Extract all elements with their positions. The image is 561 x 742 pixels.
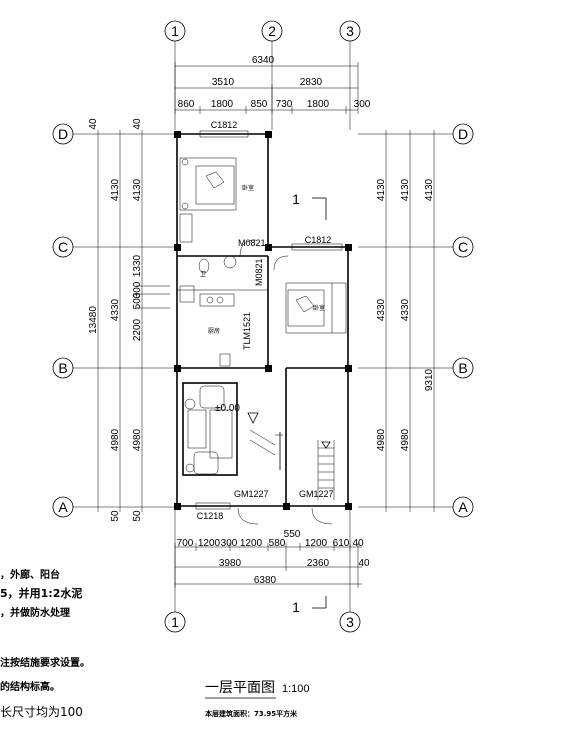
dim-top-row2-2: 2830 — [300, 77, 323, 88]
door-label-gm1: GM1227 — [234, 489, 269, 499]
door-label-tlm: TLM1521 — [242, 312, 252, 350]
axis-label-right-A: A — [458, 499, 468, 515]
dim-bottom-row1-9: 40 — [352, 538, 364, 549]
left-axis: D C B A 40 40 4130 4330 4980 4130 1330 3… — [52, 118, 175, 522]
axis-label-top-2: 2 — [268, 23, 276, 39]
dim-top-row3-4: 730 — [276, 99, 293, 110]
dim-right-outer-2: 4330 — [376, 298, 387, 321]
dim-left-bottom-1: 50 — [110, 510, 121, 522]
dim-left-inner-5: 2200 — [132, 318, 143, 341]
windows — [195, 130, 343, 510]
dim-right-inner-3: 4980 — [400, 428, 411, 451]
elevation-label: ±0.00 — [215, 403, 240, 414]
dim-left-inner-1: 4130 — [132, 178, 143, 201]
section-label-2: 1 — [292, 599, 300, 615]
dim-right-outer-1: 4130 — [376, 178, 387, 201]
axis-label-left-B: B — [58, 360, 67, 376]
dim-bottom-row1-2: 1200 — [198, 538, 221, 549]
drawing-title: 一层平面图 — [205, 680, 275, 696]
top-dimensions: 6340 3510 2830 860 1800 850 730 1800 300 — [174, 55, 371, 114]
section-mark-bottom: 1 — [292, 596, 327, 615]
axis-label-right-D: D — [458, 126, 468, 142]
dim-bottom-row1-6: 550 — [284, 529, 301, 540]
dim-left-top-2: 40 — [132, 118, 143, 130]
columns — [174, 131, 352, 510]
design-notes: ，外廊、阳台 5，并用1:2水泥 ，并做防水处理 注按结施要求设置。 的结构标高… — [0, 568, 90, 719]
window-label-bottom: C1218 — [197, 511, 224, 521]
dim-left-inner-3: 300 — [132, 281, 143, 298]
dim-left-bottom-2: 50 — [132, 510, 143, 522]
room-bedroom-2: 卧室 — [313, 304, 325, 312]
axis-label-top-3: 3 — [346, 23, 354, 39]
dim-right-outer-3: 4980 — [376, 428, 387, 451]
room-bedroom-1: 卧室 — [242, 184, 254, 192]
dim-right-inner-1: 4130 — [400, 178, 411, 201]
axis-label-right-C: C — [458, 239, 468, 255]
dim-right-inner-2: 4330 — [400, 298, 411, 321]
floor-area-note: 本层建筑面积：73.95平方米 — [204, 709, 298, 718]
dim-bottom-overall: 6380 — [254, 575, 277, 586]
dim-top-row3-5: 1800 — [307, 99, 330, 110]
room-wc: 卫 — [200, 271, 206, 278]
axis-label-left-A: A — [58, 499, 68, 515]
dim-bottom-row1-7: 1200 — [305, 538, 328, 549]
dim-right-overall: 9310 — [424, 368, 435, 391]
axis-label-right-B: B — [458, 360, 467, 376]
furniture — [179, 157, 347, 525]
axis-label-left-C: C — [58, 239, 68, 255]
dim-top-row3-3: 850 — [251, 99, 268, 110]
dim-left-top-1: 40 — [88, 118, 99, 130]
dim-bottom-row2-1: 3980 — [219, 558, 242, 569]
dim-left-outer-2: 4330 — [110, 298, 121, 321]
door-label-gm2: GM1227 — [299, 489, 334, 499]
dim-top-row3-2: 1800 — [211, 99, 234, 110]
note-line-6: 长尺寸均为100 — [0, 705, 83, 719]
walls — [176, 133, 349, 507]
dim-bottom-row1-3: 300 — [221, 538, 238, 549]
dim-bottom-row2-2: 2360 — [307, 558, 330, 569]
dim-right-d-text: 4130 — [424, 178, 435, 201]
drawing-scale: 1:100 — [282, 683, 310, 695]
dim-top-row3-1: 860 — [178, 99, 195, 110]
note-line-3: ，并做防水处理 — [0, 606, 70, 619]
section-mark-top: 1 — [292, 191, 327, 220]
note-line-4: 注按结施要求设置。 — [0, 656, 90, 669]
right-axis: D C B A 4130 4330 4980 4130 4330 4980 41… — [358, 123, 474, 518]
dim-top-row3-6: 300 — [354, 99, 371, 110]
title-block: 一层平面图 1:100 本层建筑面积：73.95平方米 — [204, 680, 310, 718]
top-axis-bubbles: 1 2 3 — [164, 20, 361, 130]
axis-label-bottom-1: 1 — [171, 614, 179, 630]
window-label-top: C1812 — [211, 120, 238, 130]
dim-top-row2-1: 3510 — [212, 77, 235, 88]
axis-label-bottom-3: 3 — [346, 614, 354, 630]
dim-bottom-row1-5: 580 — [269, 538, 286, 549]
dim-left-outer-3: 4980 — [110, 428, 121, 451]
section-label-1: 1 — [292, 191, 300, 207]
door-label-m1: M0821 — [238, 238, 266, 248]
note-line-1: ，外廊、阳台 — [0, 568, 60, 581]
dim-left-inner-2: 1330 — [132, 254, 143, 277]
axis-label-top-1: 1 — [171, 23, 179, 39]
dim-bottom-row2-3: 40 — [358, 558, 370, 569]
door-label-m2: M0821 — [254, 258, 264, 286]
bottom-axis-bubbles: 1 3 — [164, 510, 361, 633]
bottom-dimensions: 700 1200 300 1200 580 550 1200 610 40 39… — [174, 529, 370, 588]
dim-bottom-row1-4: 1200 — [240, 538, 263, 549]
dim-bottom-row1-1: 700 — [177, 538, 194, 549]
dim-left-overall: 13480 — [88, 306, 99, 334]
window-label-mid: C1812 — [305, 235, 332, 245]
dim-left-outer-1: 4130 — [110, 178, 121, 201]
note-line-2: 5，并用1:2水泥 — [0, 586, 82, 600]
axis-label-left-D: D — [58, 126, 68, 142]
room-kitchen: 厨房 — [208, 327, 220, 335]
dim-left-inner-6: 4980 — [132, 428, 143, 451]
dim-bottom-row1-8: 610 — [333, 538, 350, 549]
dim-left-inner-4: 500 — [132, 292, 143, 309]
dim-top-overall: 6340 — [252, 55, 275, 66]
note-line-5: 的结构标高。 — [0, 680, 60, 693]
